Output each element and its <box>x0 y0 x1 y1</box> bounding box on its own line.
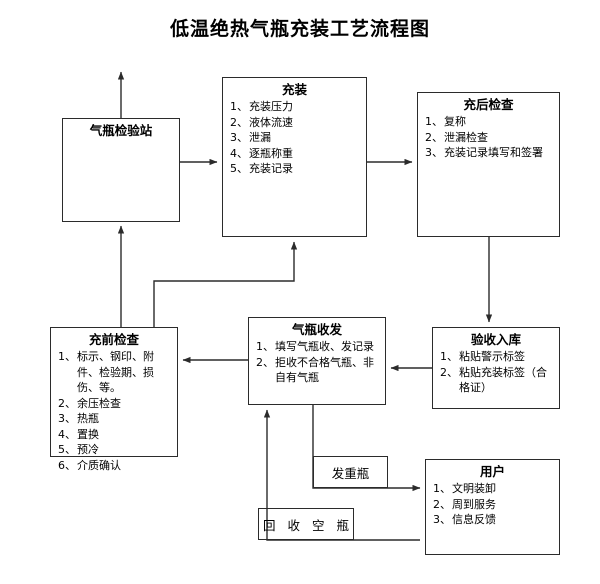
item-number: 3、 <box>433 513 451 526</box>
item-text: 预冷 <box>77 443 99 456</box>
node-item-list: 1、填写气瓶收、发记录 2、拒收不合格气瓶、非自有气瓶 <box>249 339 385 386</box>
node-header: 充前检查 <box>88 332 139 347</box>
item-text: 充装记录填写和签署 <box>444 146 543 159</box>
node-item-list: 1、充装压力 2、液体流速 3、泄漏 4、逐瓶称重 5、充装记录 <box>223 99 366 177</box>
node-item-list: 1、标示、钢印、附件、检验期、损伤、等。 2、余压检查 3、热瓶 4、置换 5、… <box>51 349 177 473</box>
node-item-list: 1、复称 2、泄漏检查 3、充装记录填写和签署 <box>418 114 559 161</box>
list-item: 1、填写气瓶收、发记录 <box>256 339 381 355</box>
node-label: 回 收 空 瓶 <box>263 517 353 533</box>
node-header: 用户 <box>479 464 505 479</box>
list-item: 3、热瓶 <box>58 411 173 427</box>
item-text: 拒收不合格气瓶、非自有气瓶 <box>275 355 374 385</box>
list-item: 4、逐瓶称重 <box>230 146 362 162</box>
item-number: 1、 <box>58 350 76 363</box>
node-header: 充后检查 <box>463 97 514 112</box>
item-number: 4、 <box>230 146 248 160</box>
item-number: 1、 <box>433 482 451 495</box>
item-number: 5、 <box>230 162 248 175</box>
list-item: 1、文明装卸 <box>433 481 555 497</box>
node-acceptance-storage[interactable]: 验收入库 1、粘贴警示标签 2、粘贴充装标签（合格证） <box>432 327 560 409</box>
node-header: 气瓶检验站 <box>89 123 153 138</box>
list-item: 4、置换 <box>58 427 173 443</box>
item-text: 粘贴警示标签 <box>459 350 525 363</box>
item-number: 5、 <box>58 443 76 456</box>
item-text: 逐瓶称重 <box>249 146 293 160</box>
node-cylinder-inspection-station[interactable]: 气瓶检验站 <box>62 118 180 222</box>
node-header: 充装 <box>281 82 307 97</box>
item-number: 2、 <box>256 355 274 369</box>
item-text: 周到服务 <box>452 497 496 511</box>
list-item: 1、粘贴警示标签 <box>440 349 555 365</box>
list-item: 1、复称 <box>425 114 555 130</box>
item-text: 粘贴充装标签（合格证） <box>459 365 547 395</box>
node-user[interactable]: 用户 1、文明装卸 2、周到服务 3、信息反馈 <box>425 459 560 555</box>
item-text: 信息反馈 <box>452 513 496 526</box>
page-title: 低温绝热气瓶充装工艺流程图 <box>169 18 430 40</box>
item-number: 3、 <box>230 131 248 144</box>
item-text: 余压检查 <box>77 396 121 410</box>
item-text: 液体流速 <box>249 115 293 129</box>
node-label: 发重瓶 <box>331 465 370 481</box>
item-text: 热瓶 <box>77 412 99 425</box>
item-text: 文明装卸 <box>452 482 496 495</box>
item-text: 复称 <box>444 115 466 128</box>
list-item: 3、充装记录填写和签署 <box>425 145 555 161</box>
item-text: 介质确认 <box>77 458 121 472</box>
item-text: 充装记录 <box>249 162 293 175</box>
list-item: 3、泄漏 <box>230 130 362 146</box>
node-item-list: 1、文明装卸 2、周到服务 3、信息反馈 <box>426 481 559 528</box>
item-number: 2、 <box>440 365 458 379</box>
item-number: 1、 <box>440 350 458 363</box>
node-filling[interactable]: 充装 1、充装压力 2、液体流速 3、泄漏 4、逐瓶称重 5、充装记录 <box>222 77 367 237</box>
item-text: 置换 <box>77 427 99 441</box>
node-post-filling-check[interactable]: 充后检查 1、复称 2、泄漏检查 3、充装记录填写和签署 <box>417 92 560 237</box>
node-header: 气瓶收发 <box>291 322 342 337</box>
item-text: 填写气瓶收、发记录 <box>275 340 374 353</box>
list-item: 2、拒收不合格气瓶、非自有气瓶 <box>256 355 381 386</box>
item-text: 充装压力 <box>249 100 293 113</box>
item-number: 2、 <box>58 396 76 410</box>
item-number: 2、 <box>433 497 451 511</box>
list-item: 2、粘贴充装标签（合格证） <box>440 365 555 396</box>
item-text: 泄漏 <box>249 131 271 144</box>
node-pre-filling-check[interactable]: 充前检查 1、标示、钢印、附件、检验期、损伤、等。 2、余压检查 3、热瓶 4、… <box>50 327 178 472</box>
list-item: 2、泄漏检查 <box>425 130 555 146</box>
item-number: 2、 <box>230 115 248 129</box>
item-text: 泄漏检查 <box>444 130 488 144</box>
list-item: 5、预冷 <box>58 442 173 458</box>
item-number: 3、 <box>58 412 76 425</box>
item-number: 4、 <box>58 427 76 441</box>
item-number: 1、 <box>425 115 443 128</box>
list-item: 5、充装记录 <box>230 161 362 177</box>
item-number: 6、 <box>58 458 76 472</box>
list-item: 1、充装压力 <box>230 99 362 115</box>
item-number: 3、 <box>425 146 443 159</box>
item-number: 1、 <box>256 340 274 353</box>
list-item: 2、液体流速 <box>230 115 362 131</box>
list-item: 6、介质确认 <box>58 458 173 474</box>
node-recycle-empty-cylinder[interactable]: 回 收 空 瓶 <box>258 508 354 540</box>
node-cylinder-receiving-dispatch[interactable]: 气瓶收发 1、填写气瓶收、发记录 2、拒收不合格气瓶、非自有气瓶 <box>248 317 386 405</box>
node-item-list: 1、粘贴警示标签 2、粘贴充装标签（合格证） <box>433 349 559 396</box>
connector-precheck-filling <box>153 241 298 327</box>
item-text: 标示、钢印、附件、检验期、损伤、等。 <box>77 350 154 394</box>
list-item: 1、标示、钢印、附件、检验期、损伤、等。 <box>58 349 173 396</box>
list-item: 2、余压检查 <box>58 396 173 412</box>
list-item: 3、信息反馈 <box>433 512 555 528</box>
list-item: 2、周到服务 <box>433 497 555 513</box>
node-send-full-cylinder[interactable]: 发重瓶 <box>313 456 388 488</box>
item-number: 1、 <box>230 100 248 113</box>
item-number: 2、 <box>425 130 443 144</box>
node-header: 验收入库 <box>470 332 521 347</box>
